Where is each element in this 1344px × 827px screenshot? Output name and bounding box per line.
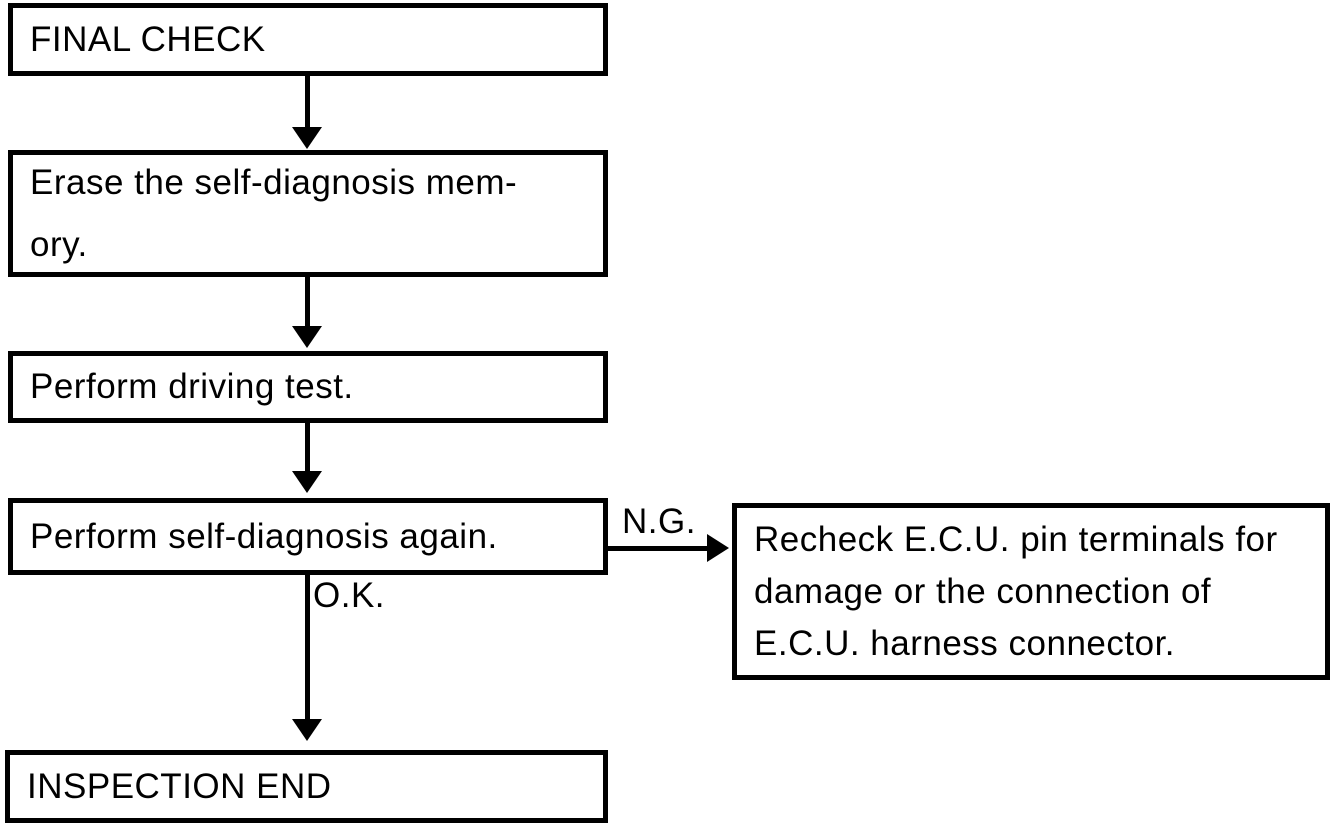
arrow-ng-head bbox=[707, 534, 729, 562]
node-label-line: Erase the self-diagnosis mem- bbox=[30, 162, 518, 202]
arrow-final-to-erase-head bbox=[292, 127, 322, 149]
arrow-ok-head bbox=[292, 719, 322, 741]
node-label-line: FINAL CHECK bbox=[30, 19, 266, 59]
arrow-driving-to-selfdiag-line bbox=[305, 423, 310, 473]
node-label-line: ory. bbox=[30, 224, 88, 264]
arrow-driving-to-selfdiag-head bbox=[292, 471, 322, 493]
node-label-line: Perform self-diagnosis again. bbox=[30, 516, 498, 556]
flow-node-driving-test: Perform driving test. bbox=[8, 351, 608, 423]
node-label-line: Perform driving test. bbox=[30, 367, 354, 406]
arrow-ng-line bbox=[608, 546, 709, 551]
edge-label-ok: O.K. bbox=[313, 576, 386, 615]
node-label-line: INSPECTION END bbox=[27, 766, 332, 806]
flow-node-inspection-end: INSPECTION END bbox=[5, 750, 608, 823]
flow-node-final-check: FINAL CHECK bbox=[8, 3, 608, 76]
arrow-final-to-erase-line bbox=[305, 76, 310, 130]
arrow-erase-to-driving-head bbox=[292, 326, 322, 348]
arrow-ok-line bbox=[305, 575, 310, 721]
node-label-line: damage or the connection of bbox=[754, 571, 1212, 611]
node-label-line: Recheck E.C.U. pin terminals for bbox=[754, 519, 1278, 559]
node-label-line: E.C.U. harness connector. bbox=[754, 623, 1176, 663]
flow-node-recheck-ecu: Recheck E.C.U. pin terminals for damage … bbox=[732, 503, 1330, 680]
flow-node-self-diagnosis: Perform self-diagnosis again. bbox=[8, 498, 608, 575]
arrow-erase-to-driving-line bbox=[305, 277, 310, 328]
flow-node-erase-memory: Erase the self-diagnosis mem- ory. bbox=[8, 150, 608, 277]
edge-label-ng: N.G. bbox=[622, 502, 696, 541]
